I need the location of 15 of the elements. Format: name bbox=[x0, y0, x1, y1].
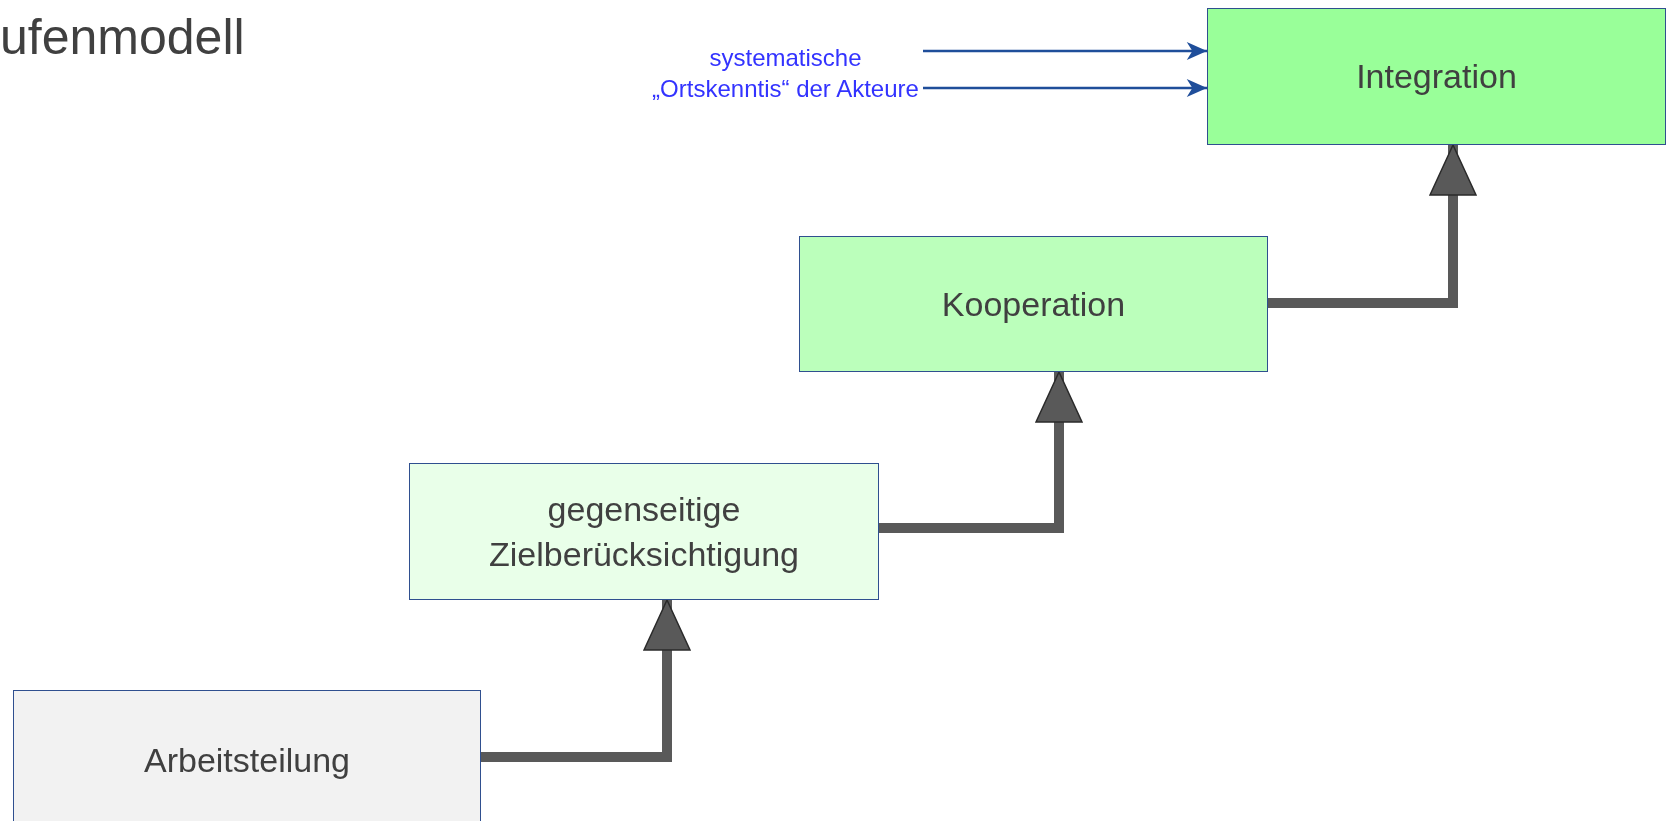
arrow bbox=[1268, 144, 1477, 308]
title: ufenmodell bbox=[0, 8, 245, 66]
stage-label: Arbeitsteilung bbox=[144, 739, 350, 781]
arrow bbox=[879, 371, 1083, 533]
arrow bbox=[923, 42, 1207, 60]
stage-label: Integration bbox=[1356, 56, 1517, 98]
stage-box bbox=[1207, 8, 1666, 145]
stage-label: Kooperation bbox=[941, 283, 1126, 325]
arrow bbox=[481, 599, 691, 762]
stage-box bbox=[409, 463, 879, 600]
stage-label: gegenseitige Zielberücksichtigung bbox=[488, 489, 800, 575]
stage-box bbox=[13, 690, 481, 821]
stage-box bbox=[799, 236, 1268, 372]
arrow bbox=[923, 79, 1207, 97]
annotation-text: systematische „Ortskenntis“ der Akteure bbox=[651, 42, 920, 104]
